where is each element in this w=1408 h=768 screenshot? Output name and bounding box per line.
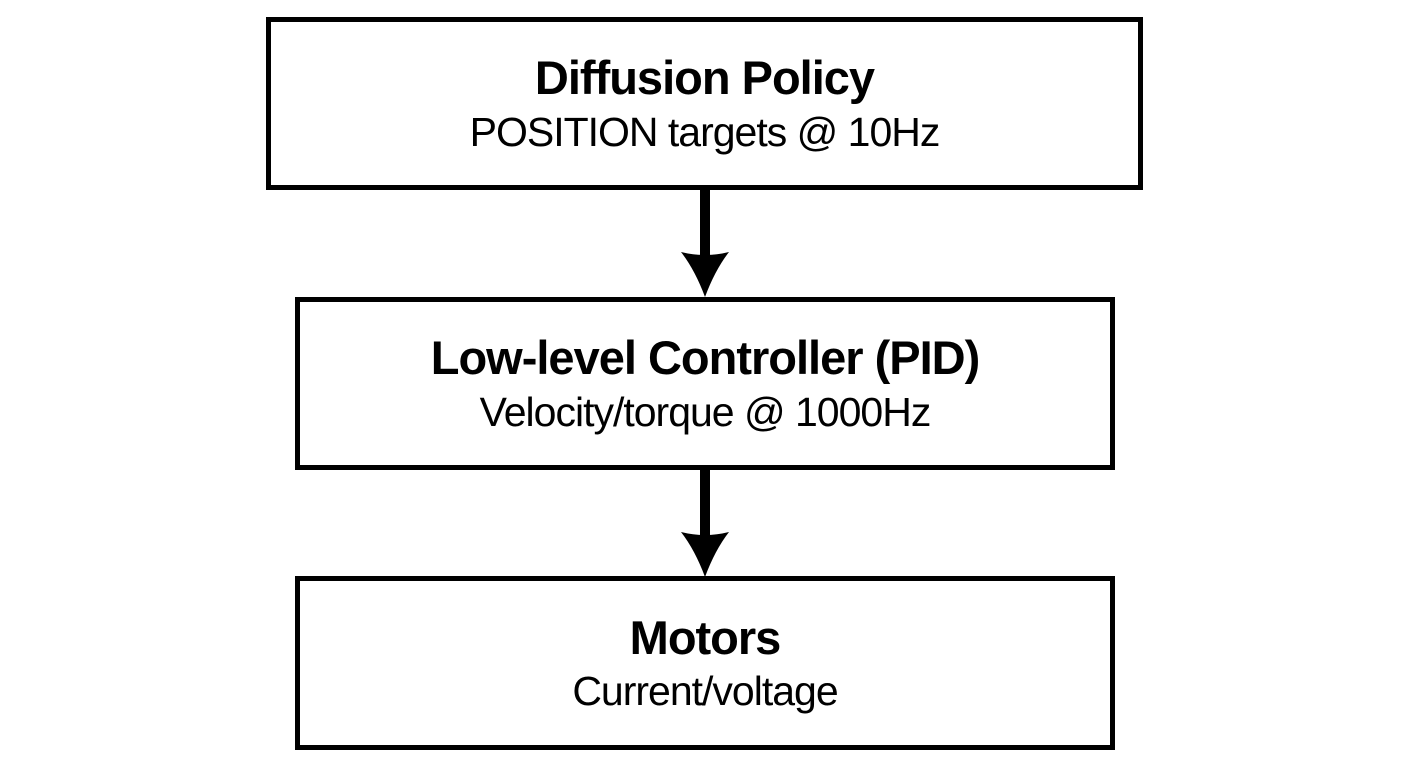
node-subtitle: Velocity/torque @ 1000Hz	[479, 388, 932, 435]
flow-node-motors: Motors Current/voltage	[295, 576, 1115, 750]
flow-node-low-level-controller: Low-level Controller (PID) Velocity/torq…	[295, 297, 1115, 470]
node-subtitle: Current/voltage	[572, 668, 838, 715]
arrow-down-icon	[681, 470, 729, 577]
node-title: Diffusion Policy	[534, 51, 875, 105]
node-title: Low-level Controller (PID)	[430, 331, 980, 385]
node-subtitle: POSITION targets @ 10Hz	[469, 108, 941, 155]
flow-node-diffusion-policy: Diffusion Policy POSITION targets @ 10Hz	[266, 17, 1143, 190]
arrow-down-icon	[681, 190, 729, 297]
node-title: Motors	[629, 610, 782, 664]
